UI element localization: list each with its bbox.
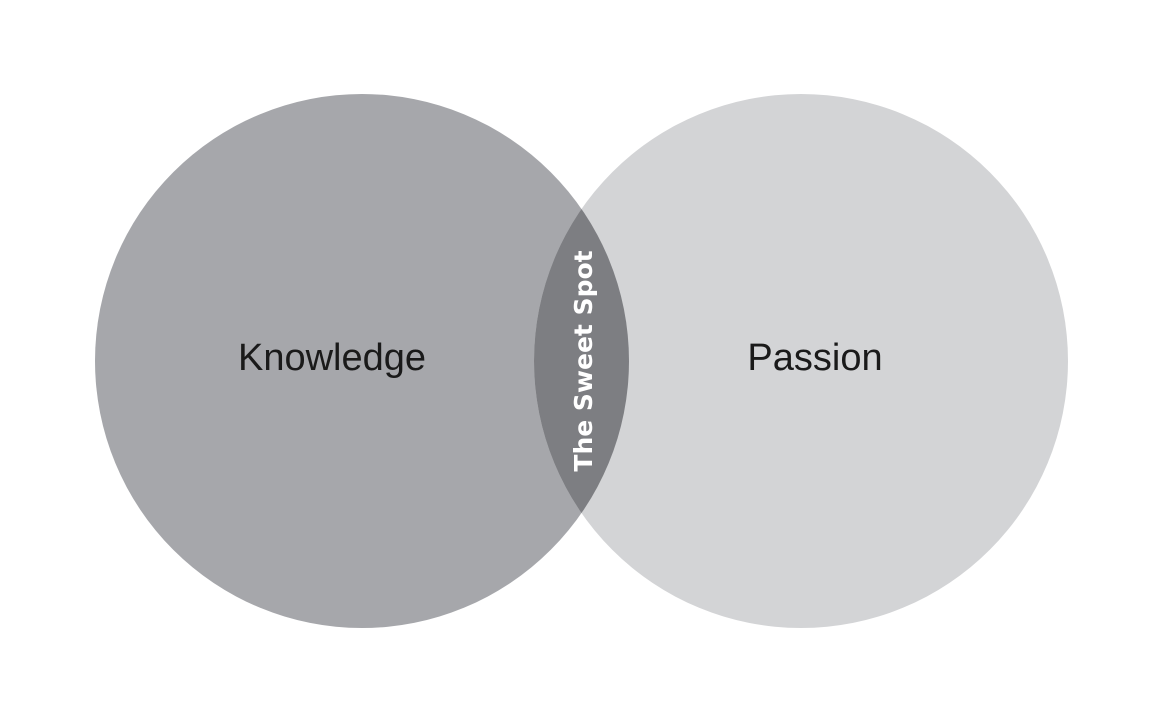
passion-circle: [534, 94, 1068, 628]
knowledge-circle: [95, 94, 629, 628]
sweet-spot-label: The Sweet Spot: [569, 250, 598, 471]
passion-label: Passion: [747, 337, 882, 379]
knowledge-label: Knowledge: [238, 337, 426, 379]
